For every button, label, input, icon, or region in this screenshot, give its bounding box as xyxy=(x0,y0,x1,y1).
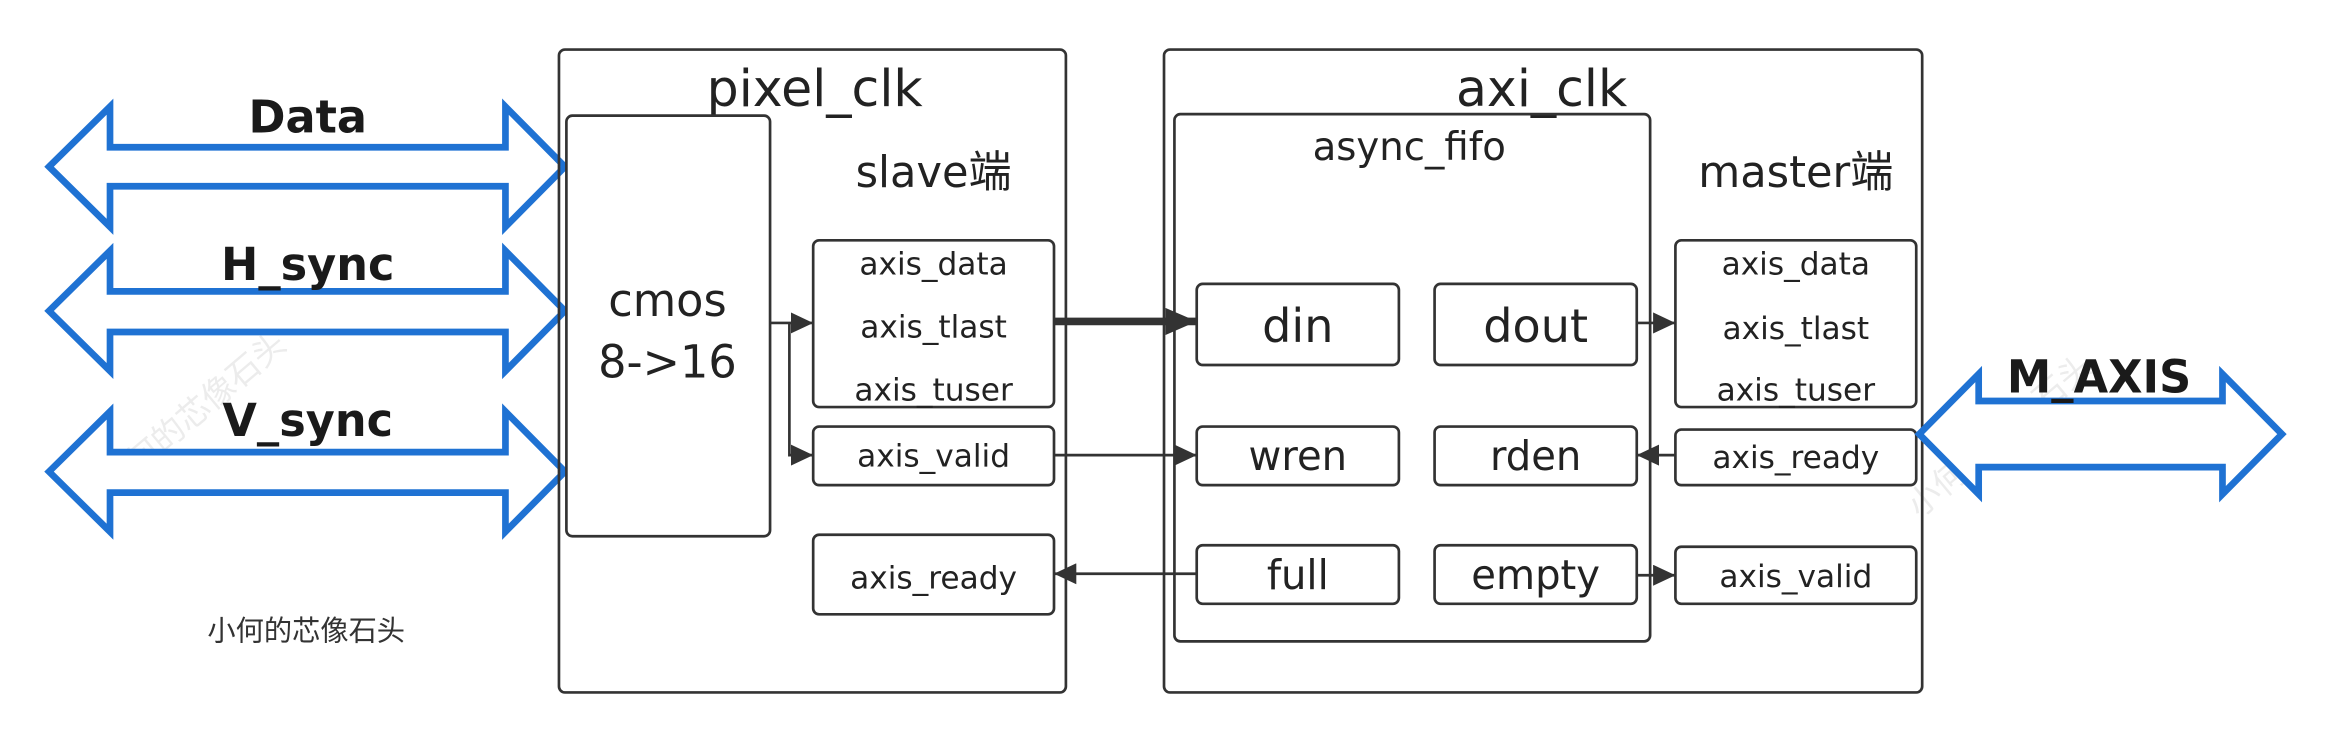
bus-data: Data xyxy=(44,91,570,235)
double-arrow-data xyxy=(44,98,570,235)
bus-label-data: Data xyxy=(248,91,367,144)
slave-side-label: slave端 xyxy=(856,148,1012,198)
slave-axis-tlast: axis_tlast xyxy=(860,309,1007,345)
fifo-wren-label: wren xyxy=(1249,433,1348,480)
slave-axis-ready-label: axis_ready xyxy=(850,560,1017,596)
connections xyxy=(770,307,1676,586)
wire-cmos-to-valid xyxy=(788,322,814,466)
bus-m-axis: M_AXIS xyxy=(1914,350,2287,503)
fifo-din-label: din xyxy=(1262,299,1333,353)
cmos-block: cmos 8->16 xyxy=(565,114,772,538)
cmos-label: cmos xyxy=(608,274,726,327)
bus-label-h-sync: H_sync xyxy=(221,238,394,291)
master-axis-tuser: axis_tuser xyxy=(1717,372,1876,408)
async-fifo-title: async_fifo xyxy=(1313,125,1506,170)
fifo-full-label: full xyxy=(1267,552,1329,599)
master-axis-tlast: axis_tlast xyxy=(1722,311,1869,347)
master-stream-signals: axis_data axis_tlast axis_tuser xyxy=(1674,238,1918,409)
bus-label-m-axis: M_AXIS xyxy=(2007,350,2191,403)
bus-v-sync: V_sync xyxy=(44,394,570,540)
fifo-dout-box xyxy=(1433,282,1639,367)
pixel-clk-domain: pixel_clk cmos 8->16 slave端 axis_data ax… xyxy=(557,48,1068,694)
master-axis-valid-label: axis_valid xyxy=(1719,559,1872,595)
async-fifo-frame xyxy=(1173,112,1652,643)
async-fifo-block: async_fifo din dout wren rden full empty xyxy=(1173,112,1652,643)
cmos-box xyxy=(565,114,772,538)
master-axis-ready: axis_ready xyxy=(1674,428,1918,487)
slave-axis-ready: axis_ready xyxy=(811,533,1056,616)
double-arrow-h-sync xyxy=(44,242,570,380)
slave-stream-signals: axis_data axis_tlast axis_tuser xyxy=(811,238,1056,409)
double-arrow-m-axis xyxy=(1914,365,2287,503)
axi-clk-domain: axi_clk async_fifo din dout wren rden fu… xyxy=(1162,48,1924,694)
master-side-label: master端 xyxy=(1698,148,1893,198)
watermark-label: 小何的芯像石头 xyxy=(207,614,405,647)
slave-axis-tuser: axis_tuser xyxy=(854,372,1013,408)
master-axis-ready-label: axis_ready xyxy=(1712,440,1879,476)
fifo-rden-label: rden xyxy=(1490,433,1581,480)
pixel-clk-frame xyxy=(557,48,1068,694)
slave-axis-valid: axis_valid xyxy=(811,425,1056,487)
axi-clk-title: axi_clk xyxy=(1456,59,1628,118)
fifo-dout-label: dout xyxy=(1483,299,1588,353)
fifo-empty-label: empty xyxy=(1471,552,1600,599)
cmos-width-label: 8->16 xyxy=(598,335,737,388)
master-axis-valid: axis_valid xyxy=(1674,545,1918,606)
bus-h-sync: H_sync xyxy=(44,238,570,380)
double-arrow-v-sync xyxy=(44,403,570,540)
slave-axis-data: axis_data xyxy=(859,246,1007,282)
master-axis-ready-box xyxy=(1674,428,1918,487)
pixel-clk-title: pixel_clk xyxy=(707,59,924,118)
slave-axis-valid-label: axis_valid xyxy=(857,439,1010,475)
bus-label-v-sync: V_sync xyxy=(222,394,393,447)
master-axis-data: axis_data xyxy=(1722,246,1870,282)
axi-clk-frame xyxy=(1162,48,1924,694)
